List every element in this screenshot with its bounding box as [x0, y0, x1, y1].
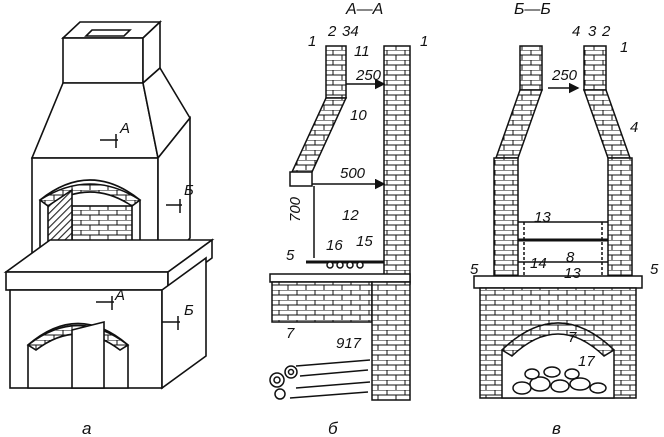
label: 14	[530, 255, 547, 272]
firebox-left-wall	[493, 157, 519, 277]
hood-left	[494, 89, 544, 159]
label: 13	[564, 265, 581, 282]
label: 4	[630, 119, 638, 136]
label: 12	[342, 207, 359, 224]
firewood	[269, 359, 371, 400]
stones	[512, 366, 607, 395]
view-a-cut-marks	[96, 134, 182, 330]
caption-v: в	[552, 419, 561, 437]
view-a-isometric	[3, 20, 215, 390]
label: 1	[308, 33, 316, 50]
cut-mark-label: А	[119, 120, 130, 137]
base-arch-v	[500, 322, 616, 357]
label: 3	[588, 23, 597, 40]
label: 1	[620, 39, 628, 56]
label: 5	[650, 261, 659, 278]
label: 1	[420, 33, 428, 50]
label: 16	[326, 237, 343, 254]
cut-mark-label: Б	[184, 182, 194, 199]
hood-wall	[290, 97, 348, 173]
dimension: 700	[287, 196, 304, 222]
cut-mark-label: А	[114, 287, 125, 304]
label: 7	[286, 325, 295, 342]
caption-a: а	[82, 419, 91, 437]
label: 17	[578, 353, 595, 370]
hood-right	[582, 89, 632, 159]
label: 13	[534, 209, 551, 226]
label: 2	[601, 23, 611, 40]
view-v-section	[473, 45, 643, 399]
section-title-aa: А—А	[345, 1, 383, 18]
dimension: 250	[355, 67, 382, 84]
label: 11	[354, 43, 370, 60]
chimney-front-wall	[325, 45, 347, 99]
base-front	[271, 281, 373, 323]
label: 7	[568, 329, 577, 346]
firebox-right-wall	[607, 157, 633, 277]
label: 2	[327, 23, 337, 40]
label: 4	[572, 23, 580, 40]
back-wall	[383, 45, 411, 285]
chimney-front	[62, 37, 144, 84]
dimension: 500	[340, 165, 366, 182]
dimension: 250	[551, 67, 578, 84]
smoke-hood	[30, 82, 159, 159]
view-b-section	[269, 45, 411, 401]
caption-b: б	[328, 419, 339, 437]
label: 8	[566, 249, 575, 266]
base-back	[371, 281, 411, 401]
label: 5	[286, 247, 295, 264]
label: 34	[342, 23, 359, 40]
cut-mark-label: Б	[184, 302, 194, 319]
slab	[269, 273, 411, 283]
label: 10	[350, 107, 367, 124]
label: 15	[356, 233, 373, 250]
section-title-bb: Б—Б	[514, 1, 551, 18]
label: 5	[470, 261, 479, 278]
label: 917	[336, 335, 362, 352]
